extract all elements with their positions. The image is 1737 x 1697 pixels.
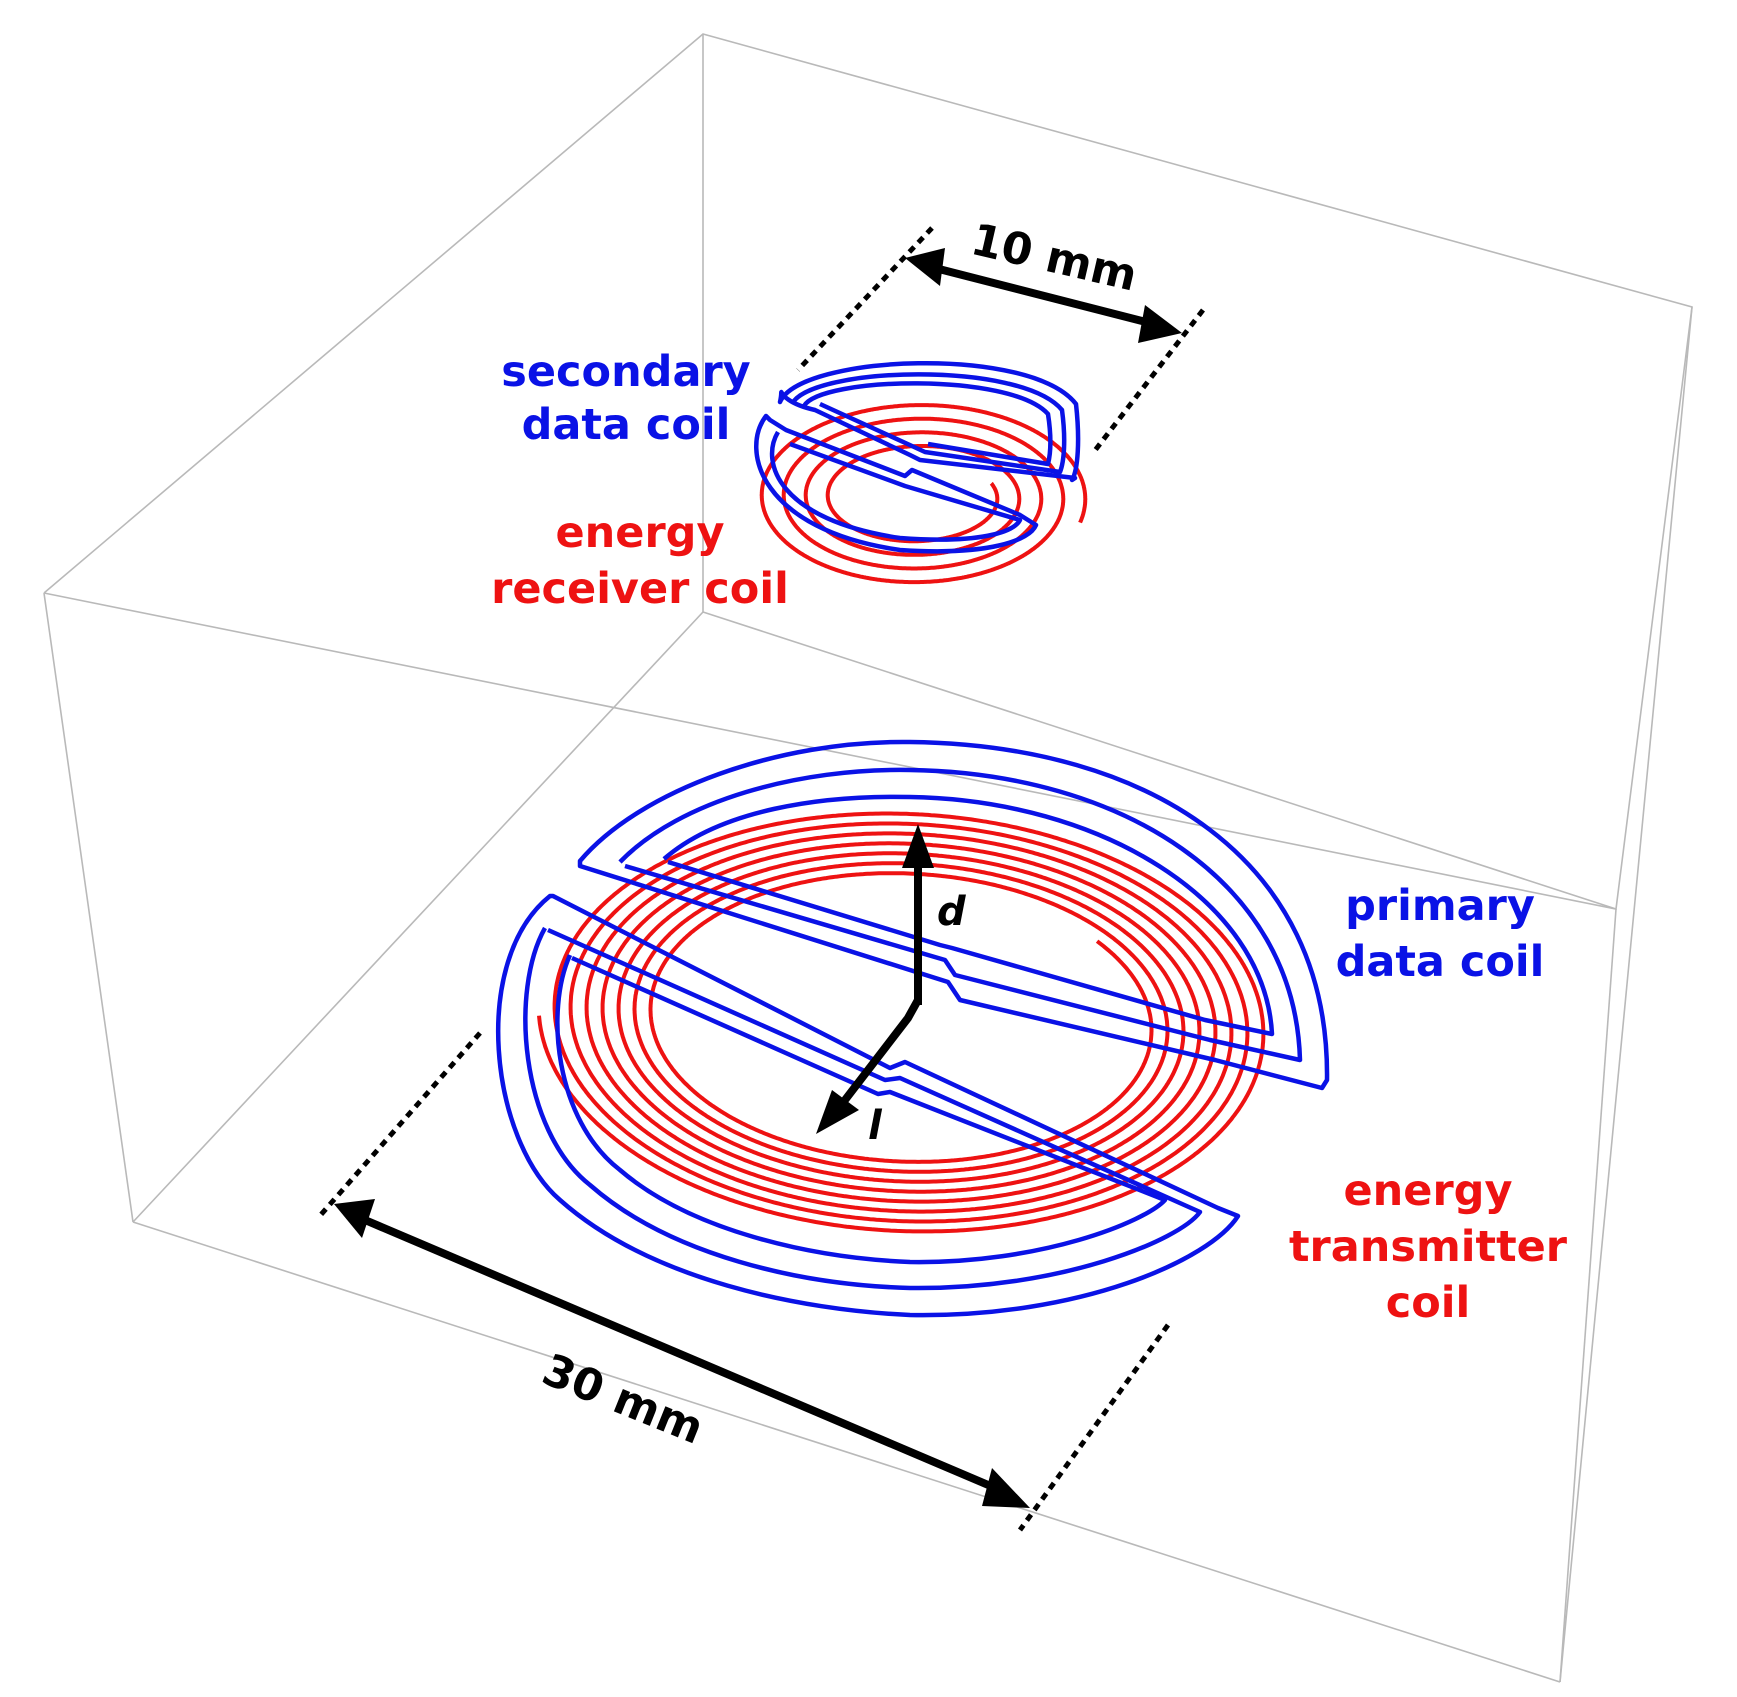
secondary-data-coil <box>754 360 1081 554</box>
label-energy-transmitter-coil-line-2: transmitter <box>1288 1222 1567 1272</box>
box-front-right-edge <box>1559 908 1617 1683</box>
secondary-data-coil-lower-loop-inner <box>769 430 1023 542</box>
primary-data-coil-lower-inner-loop <box>555 954 1168 1265</box>
secondary-data-coil-inner-loop-1 <box>789 372 1067 475</box>
primary-data-coil-inner-loop <box>662 794 1275 1037</box>
axis-l-line <box>841 998 922 1103</box>
box-bottom-left-edge <box>132 611 704 1223</box>
label-energy-transmitter-coil-line-3: coil <box>1385 1278 1471 1328</box>
label-primary-data-coil: primary data coil <box>1330 878 1550 990</box>
dimension-10mm-arrowhead-left <box>905 248 945 286</box>
label-secondary-data-coil-line-2: data coil <box>521 400 731 450</box>
dimension-10mm-arrowhead-right <box>1138 305 1182 343</box>
label-primary-data-coil-line-2: data coil <box>1335 937 1545 987</box>
label-primary-data-coil-line-1: primary <box>1345 881 1535 931</box>
dimension-30mm-arrowhead-right <box>982 1468 1030 1508</box>
label-axis-l: l <box>868 1103 882 1149</box>
label-energy-receiver-coil: energy receiver coil <box>490 505 790 617</box>
box-right-edge <box>1559 306 1693 1683</box>
secondary-data-coil-outer-loop <box>777 360 1081 483</box>
dimension-10mm <box>796 226 1205 455</box>
label-energy-receiver-coil-line-1: energy <box>555 508 725 558</box>
axis-l-arrowhead <box>816 1090 859 1134</box>
dimension-30mm-arrowhead-left <box>334 1199 375 1238</box>
axis-d-arrowhead <box>902 824 934 868</box>
primary-data-coil-middle-loop <box>618 767 1303 1063</box>
dimension-30mm-arrow-line <box>363 1216 1002 1494</box>
label-energy-transmitter-coil-line-1: energy <box>1343 1166 1513 1216</box>
label-secondary-data-coil-line-1: secondary <box>501 347 751 397</box>
dimension-30mm-extension-left <box>316 1031 482 1220</box>
label-secondary-data-coil: secondary data coil <box>497 346 755 452</box>
primary-data-coil-lower-outer-loop <box>495 893 1241 1318</box>
label-energy-transmitter-coil: energy transmitter coil <box>1268 1163 1588 1331</box>
dimension-10mm-extension-left <box>796 226 934 372</box>
dimension-10mm-extension-right <box>1091 308 1205 455</box>
energy-receiver-coil <box>759 403 1088 585</box>
label-axis-d: d <box>937 889 966 935</box>
box-bottom-back-edge <box>702 611 1617 910</box>
label-energy-receiver-coil-line-2: receiver coil <box>491 564 789 614</box>
dimension-10mm-arrow-line <box>934 264 1151 327</box>
primary-data-coil <box>495 739 1330 1318</box>
primary-data-coil-lower-middle-loop <box>523 926 1203 1291</box>
dimension-30mm-extension-right <box>1017 1323 1171 1532</box>
energy-receiver-coil-spiral <box>759 403 1088 585</box>
dimension-30mm <box>316 1031 1171 1532</box>
box-bottom-front-edge <box>132 1221 1561 1683</box>
secondary-data-coil-inner-loop-2 <box>802 381 1053 467</box>
box-front-left-edge <box>43 592 134 1223</box>
primary-data-coil-outer-loop <box>577 739 1330 1091</box>
coordinate-axes <box>816 824 934 1134</box>
secondary-data-coil-lower-loop <box>754 413 1039 554</box>
